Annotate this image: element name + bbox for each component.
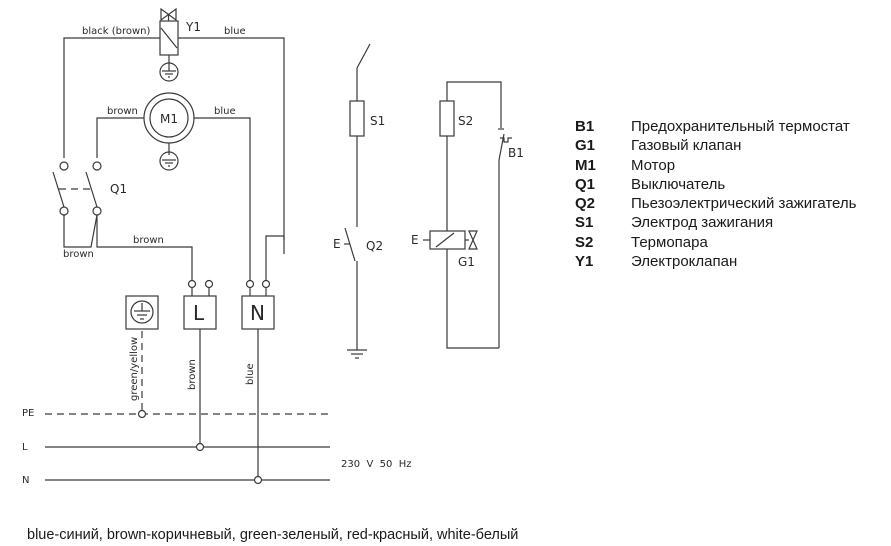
- wire-label-blue-vertical: blue: [245, 363, 256, 385]
- ignition-circuit: S1 E Q2: [333, 43, 385, 359]
- mains-label-l: L: [22, 442, 28, 453]
- wire-label-blue-motor: blue: [214, 106, 236, 117]
- supply-label: 230 V 50 Hz: [341, 459, 412, 470]
- label-s1: S1: [370, 114, 385, 128]
- switch-q1: Q1: [52, 161, 127, 216]
- terminal-block-n: N: [241, 279, 275, 330]
- ground-symbol-icon: [159, 151, 179, 171]
- legend-description: Мотор: [631, 156, 676, 174]
- label-y1: Y1: [185, 20, 201, 34]
- legend-item: Q1 Выключатель: [575, 175, 856, 194]
- thermostat-symbol-icon: [500, 137, 512, 143]
- wire-label-black-brown: black (brown): [82, 26, 150, 37]
- motor-m1: M1: [143, 92, 195, 171]
- legend-code: M1: [575, 156, 596, 174]
- legend-item: S1 Электрод зажигания: [575, 213, 856, 232]
- legend-code: Y1: [575, 253, 594, 271]
- thermocouple-circuit: S2 B1 E G1: [411, 81, 524, 349]
- wire-label-green-yellow: green/yellow: [129, 337, 140, 401]
- ground-icon: [347, 349, 367, 359]
- legend-item: Q2 Пьезоэлектрический зажигатель: [575, 194, 856, 213]
- legend-description: Электроклапан: [631, 253, 738, 271]
- terminal-label-n: N: [250, 301, 265, 325]
- wire-label-brown-bottom: brown: [63, 249, 94, 260]
- legend-description: Предохранительный термостат: [631, 118, 850, 135]
- label-q2: Q2: [366, 239, 383, 253]
- legend-item: Y1 Электроклапан: [575, 252, 856, 271]
- legend-code: Q2: [575, 195, 596, 213]
- legend-description: Выключатель: [631, 175, 726, 193]
- label-g1: G1: [458, 255, 475, 269]
- legend-item: S2 Термопара: [575, 233, 856, 252]
- terminal-block-l: L: [183, 279, 217, 330]
- legend-code: S2: [575, 233, 594, 251]
- gas-valve-g1: [429, 230, 466, 250]
- component-legend: B1 Предохранительный термостат G1 Газовый …: [575, 117, 856, 271]
- electrode-s1: [349, 100, 365, 137]
- legend-code: B1: [575, 118, 595, 135]
- ground-symbol-icon: [130, 300, 154, 324]
- legend-item: M1 Мотор: [575, 156, 856, 175]
- label-b1: B1: [508, 146, 524, 160]
- mains-lines: PE L N 230 V 50 Hz: [22, 408, 412, 486]
- legend-description: Электрод зажигания: [631, 214, 774, 232]
- color-translation-note: blue-синий, brown-коричневый, green-зеле…: [27, 527, 519, 543]
- legend-item: B1 Предохранительный термостат: [575, 117, 856, 136]
- legend-description: Газовый клапан: [631, 137, 742, 155]
- mains-label-n: N: [22, 475, 29, 486]
- label-s2: S2: [458, 114, 473, 128]
- legend-description: Термопара: [631, 233, 708, 251]
- label-m1: M1: [160, 112, 178, 126]
- wire-label-brown-vertical: brown: [187, 359, 198, 390]
- wire-label-blue-top: blue: [224, 26, 246, 37]
- legend-item: G1 Газовый клапан: [575, 136, 856, 155]
- legend-code: G1: [575, 137, 596, 155]
- terminal-label-l: L: [193, 301, 205, 325]
- legend-code: S1: [575, 214, 594, 232]
- valve-symbol-icon: [468, 230, 478, 250]
- mains-label-pe: PE: [22, 408, 34, 419]
- label-e-q2: E: [333, 237, 341, 251]
- legend-code: Q1: [575, 175, 596, 193]
- valve-symbol-icon: [160, 7, 177, 22]
- solenoid-valve-y1: Y1: [159, 7, 201, 82]
- legend-description: Пьезоэлектрический зажигатель: [631, 195, 857, 213]
- label-e-g1: E: [411, 233, 419, 247]
- wire-label-brown-motor: brown: [107, 106, 138, 117]
- thermocouple-s2: [439, 100, 455, 137]
- wire-label-brown-right: brown: [133, 235, 164, 246]
- label-q1: Q1: [110, 182, 127, 196]
- terminal-block-pe: [125, 295, 159, 330]
